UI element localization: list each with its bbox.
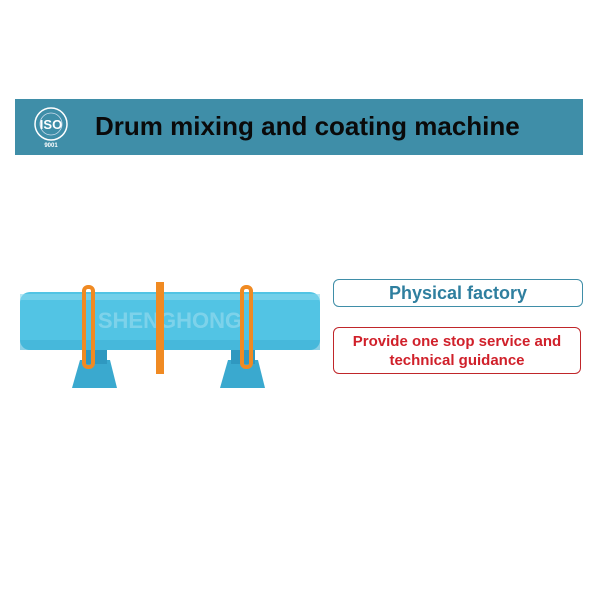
title-banner: ISO 9001 Drum mixing and coating machine: [15, 99, 583, 155]
riding-ring-left: [82, 285, 95, 369]
feature-service-line2: technical guidance: [389, 352, 525, 369]
iso-9001-badge-icon: ISO 9001: [34, 107, 68, 149]
feature-service: Provide one stop service and technical g…: [333, 327, 581, 374]
riding-ring-right: [240, 285, 253, 369]
page-title: Drum mixing and coating machine: [95, 111, 520, 141]
svg-text:9001: 9001: [44, 143, 58, 149]
feature-physical-factory: Physical factory: [333, 279, 583, 307]
gear-ring: [156, 282, 164, 374]
drum-machine-image: SHENGHONG: [20, 282, 320, 388]
svg-text:SHENGHONG: SHENGHONG: [98, 308, 242, 333]
svg-text:ISO: ISO: [40, 117, 62, 132]
feature-service-line1: Provide one stop service and: [352, 333, 562, 350]
